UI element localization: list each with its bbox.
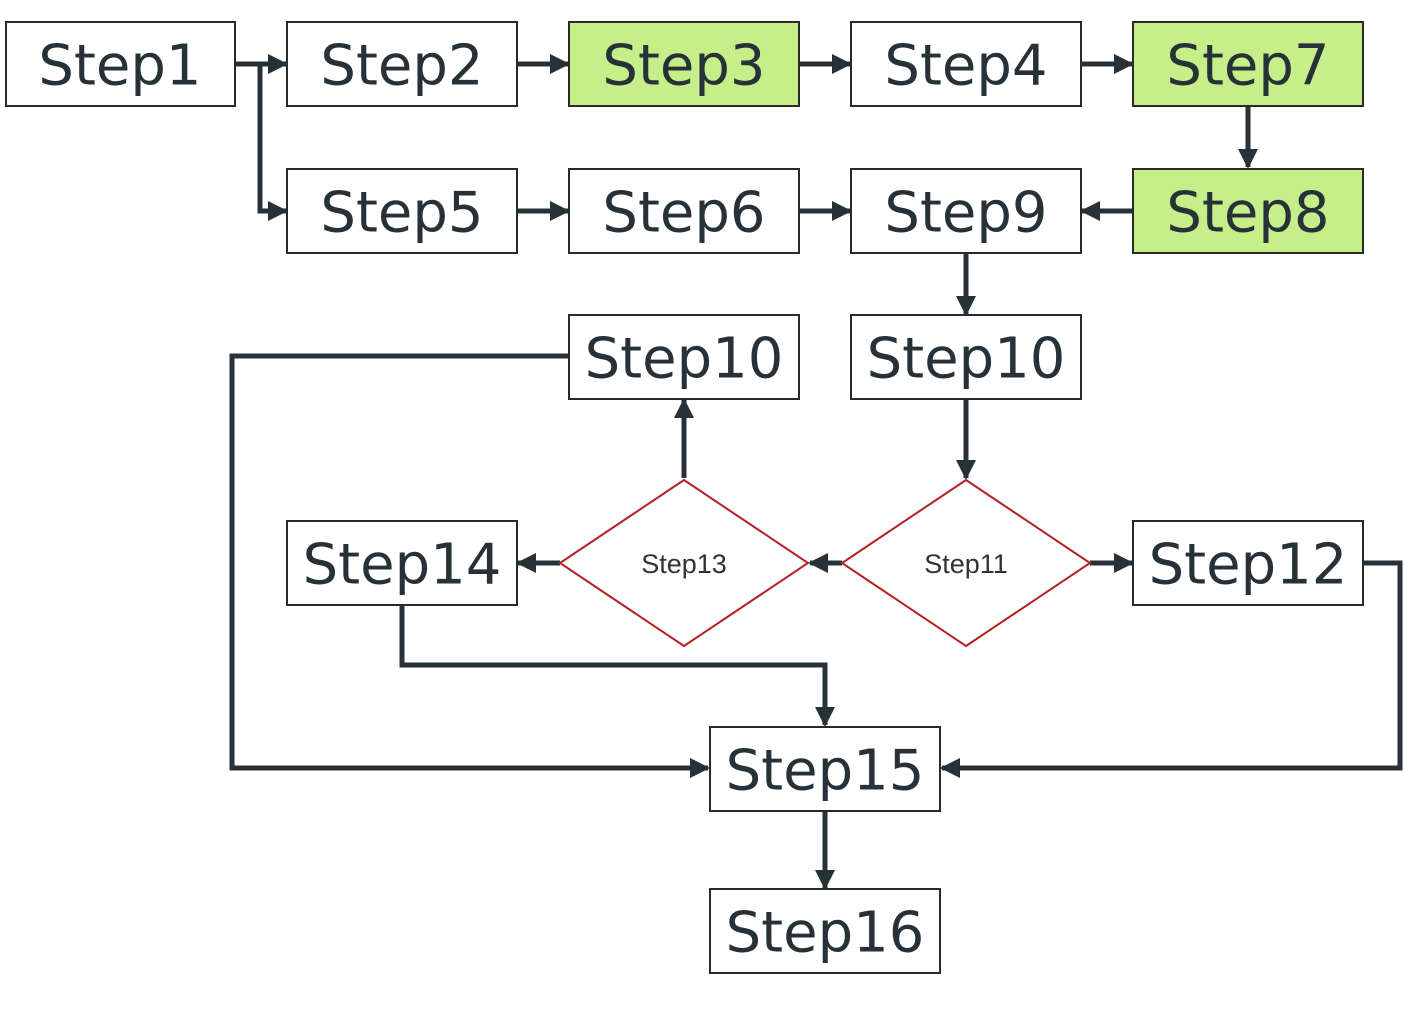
- node-step10-right: Step10: [850, 314, 1082, 400]
- node-step4-box: [850, 21, 1082, 107]
- node-step13-diamond: [558, 478, 810, 648]
- node-step5-label: Step5: [320, 181, 483, 246]
- edge-step14-step15: [399, 606, 835, 727]
- node-step7-box: [1132, 21, 1364, 107]
- edge-step10-step15: [229, 353, 710, 778]
- node-step9-box: [850, 168, 1082, 254]
- node-step8-label: Step8: [1166, 181, 1329, 246]
- node-step12: Step12: [1132, 520, 1364, 606]
- node-step12-box: [1132, 520, 1364, 606]
- node-step16-box: [709, 888, 941, 974]
- node-step2-box: [286, 21, 518, 107]
- node-step13-decision: Step13: [558, 478, 810, 648]
- node-step10-right-label: Step10: [867, 327, 1066, 392]
- edge-step12-step15: [940, 560, 1403, 778]
- node-step12-label: Step12: [1149, 533, 1348, 598]
- node-step15-box: [709, 726, 941, 812]
- node-step10-left: Step10: [568, 314, 800, 400]
- node-step15: Step15: [709, 726, 941, 812]
- node-step1-box: [5, 21, 236, 107]
- node-step1: Step1: [5, 21, 236, 107]
- node-step8-box: [1132, 168, 1364, 254]
- node-step6-label: Step6: [602, 181, 765, 246]
- node-step5: Step5: [286, 168, 518, 254]
- node-step10-left-box: [568, 314, 800, 400]
- node-step11-decision: Step11: [840, 478, 1092, 648]
- node-step7-label: Step7: [1166, 34, 1329, 99]
- node-step11-diamond: [840, 478, 1092, 648]
- node-step16-label: Step16: [726, 901, 925, 966]
- node-step16: Step16: [709, 888, 941, 974]
- node-step11-label: Step11: [924, 549, 1008, 579]
- node-step13-label: Step13: [641, 549, 727, 579]
- node-step4-label: Step4: [884, 34, 1047, 99]
- node-step5-box: [286, 168, 518, 254]
- node-step14-box: [286, 520, 518, 606]
- node-step2-label: Step2: [320, 34, 483, 99]
- node-step6-box: [568, 168, 800, 254]
- node-step15-label: Step15: [726, 739, 925, 804]
- node-step6: Step6: [568, 168, 800, 254]
- node-step9: Step9: [850, 168, 1082, 254]
- node-step10-left-label: Step10: [585, 327, 784, 392]
- connectors: [229, 54, 1403, 890]
- node-step8: Step8: [1132, 168, 1364, 254]
- node-step14-label: Step14: [303, 533, 502, 598]
- node-step3-label: Step3: [602, 34, 765, 99]
- node-step3: Step3: [568, 21, 800, 107]
- node-step3-box: [568, 21, 800, 107]
- node-step10-right-box: [850, 314, 1082, 400]
- node-step1-label: Step1: [38, 34, 201, 99]
- node-step14: Step14: [286, 520, 518, 606]
- node-step9-label: Step9: [884, 181, 1047, 246]
- edge-step1-step5: [257, 64, 288, 221]
- node-step2: Step2: [286, 21, 518, 107]
- node-step4: Step4: [850, 21, 1082, 107]
- node-step7: Step7: [1132, 21, 1364, 107]
